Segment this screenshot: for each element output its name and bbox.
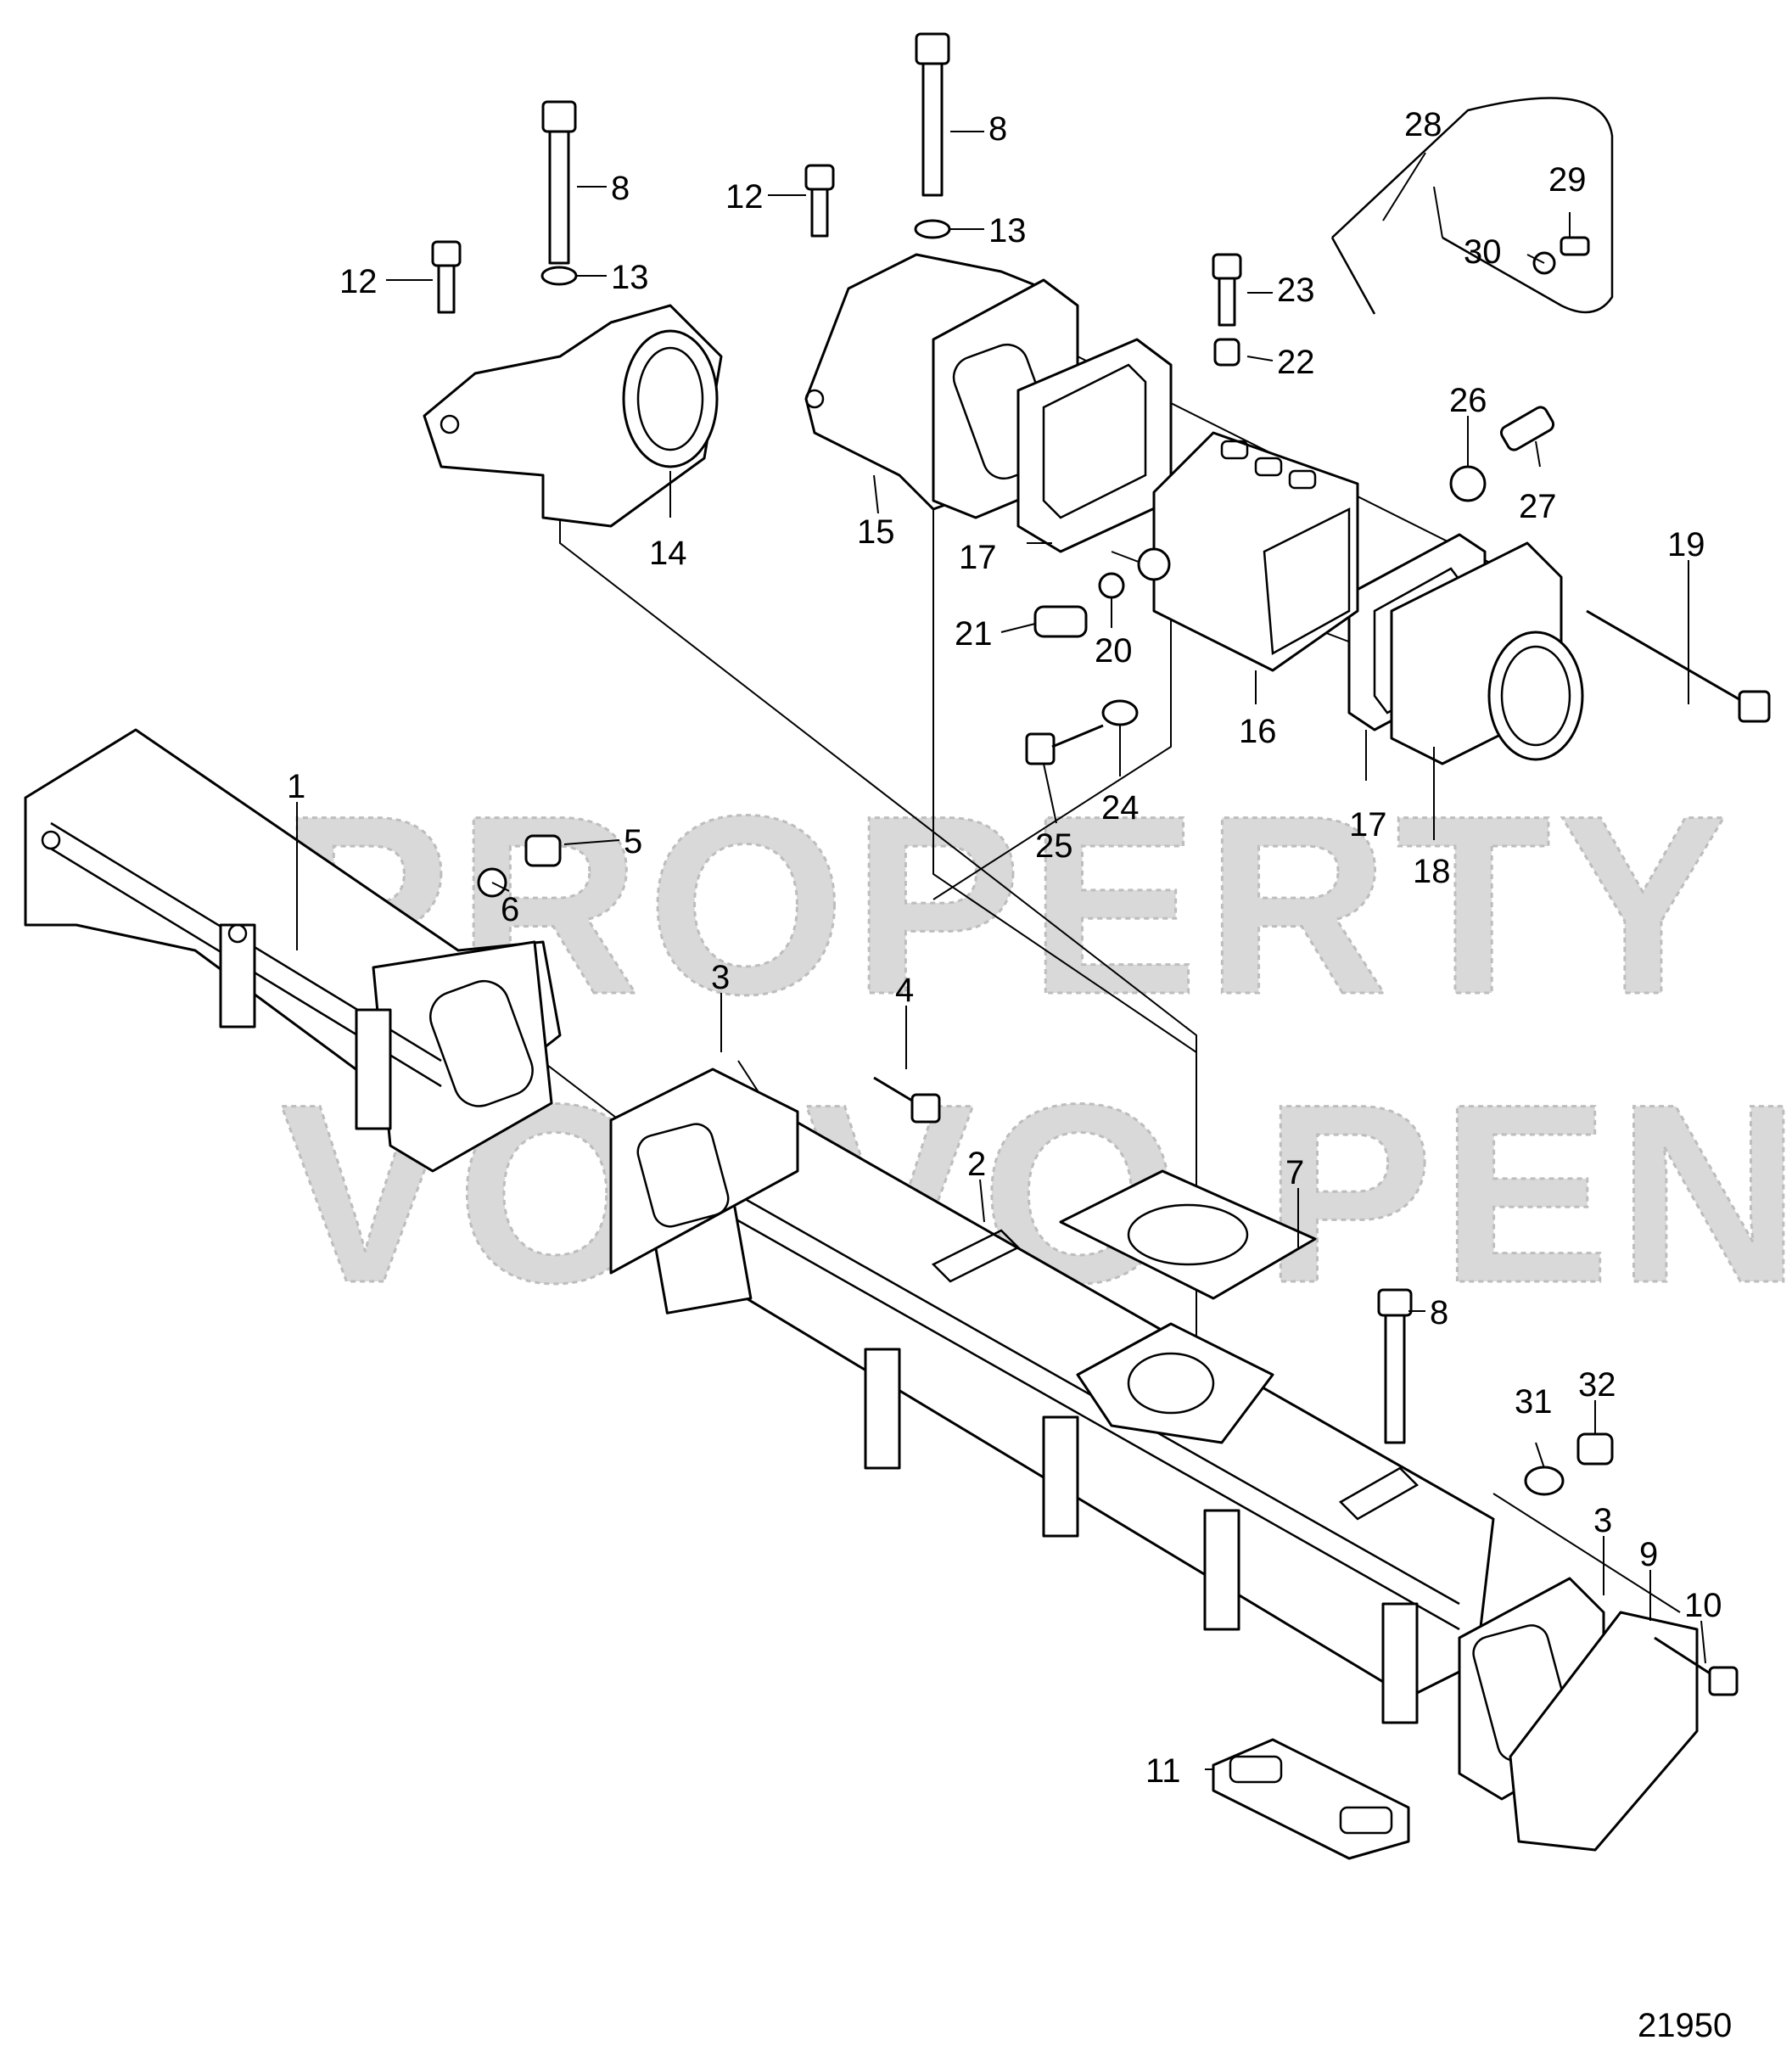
callout-7: 7 (1285, 1154, 1304, 1191)
callout-17-upper: 17 (959, 539, 997, 576)
callout-leaders (296, 131, 1706, 1770)
callout-12-center: 12 (725, 178, 764, 216)
callout-17-lower: 17 (1349, 806, 1387, 844)
callout-1: 1 (287, 768, 305, 805)
pipe-loop (1330, 97, 1614, 315)
callout-22: 22 (1277, 344, 1315, 381)
callout-26: 26 (1449, 382, 1487, 419)
washer-13-left (540, 266, 578, 286)
callout-20: 20 (1095, 632, 1133, 670)
bolt-8-center (915, 32, 950, 197)
callout-3-rear: 3 (1593, 1502, 1612, 1539)
callout-19: 19 (1667, 526, 1705, 563)
bolt-8-left (541, 100, 577, 265)
end-cover (1509, 1611, 1699, 1852)
callout-15: 15 (857, 513, 895, 551)
callout-24: 24 (1101, 789, 1140, 827)
bolt-8-lower (1377, 1288, 1413, 1444)
bolt-12-left (431, 240, 462, 314)
valve-housing (1152, 431, 1359, 672)
elbow-gasket (1059, 1169, 1317, 1300)
callout-30: 30 (1464, 233, 1502, 271)
fittings-29-30 (1532, 236, 1590, 275)
callout-18: 18 (1413, 853, 1451, 890)
callout-8-lower: 8 (1430, 1294, 1448, 1331)
callout-14: 14 (649, 535, 687, 572)
callout-3-front: 3 (711, 959, 730, 996)
plug-31-32 (1524, 1432, 1614, 1496)
callout-32: 32 (1578, 1366, 1616, 1404)
callout-12-left: 12 (339, 263, 378, 300)
callout-29: 29 (1548, 161, 1587, 199)
callout-labels: 1 2 3 3 4 5 6 7 8 8 8 9 10 11 12 12 13 1… (287, 106, 1722, 1790)
exhaust-manifold-front (24, 728, 562, 1173)
callout-31: 31 (1515, 1383, 1553, 1421)
bolt-4 (873, 1076, 941, 1124)
bolt-12-center (804, 164, 835, 238)
callout-28: 28 (1404, 106, 1442, 143)
gasket-front (609, 1068, 799, 1275)
callout-13-left: 13 (611, 259, 649, 296)
callout-11: 11 (1145, 1752, 1181, 1790)
callout-25: 25 (1035, 827, 1073, 865)
callout-9: 9 (1639, 1536, 1658, 1573)
elbow-left (423, 304, 723, 528)
callout-8-center: 8 (988, 110, 1007, 148)
callout-4: 4 (895, 972, 914, 1009)
callout-2: 2 (967, 1146, 986, 1183)
bolt-19 (1586, 609, 1771, 723)
bolt-23 (1212, 253, 1242, 367)
gasket-pair (1212, 1738, 1410, 1860)
plug-5-6 (477, 834, 562, 898)
callout-16: 16 (1239, 713, 1277, 750)
figure-number: 21950 (1638, 2007, 1732, 2044)
plug-21-20 (1033, 547, 1171, 638)
washer-13-center (914, 219, 951, 239)
bolt-25-24 (1025, 699, 1139, 765)
outlet-pipe (1390, 541, 1584, 765)
plug-27 (1449, 406, 1555, 502)
callout-8-left: 8 (611, 170, 630, 207)
callout-21: 21 (955, 615, 993, 653)
callout-10: 10 (1684, 1587, 1722, 1624)
callout-23: 23 (1277, 272, 1315, 309)
callout-5: 5 (624, 823, 642, 860)
callout-6: 6 (501, 891, 519, 928)
callout-13-center: 13 (988, 212, 1027, 249)
callout-27: 27 (1519, 488, 1557, 525)
watermark: PROPERTY OF VOLVO PENTA (279, 761, 1792, 1337)
bolt-10 (1654, 1636, 1739, 1696)
